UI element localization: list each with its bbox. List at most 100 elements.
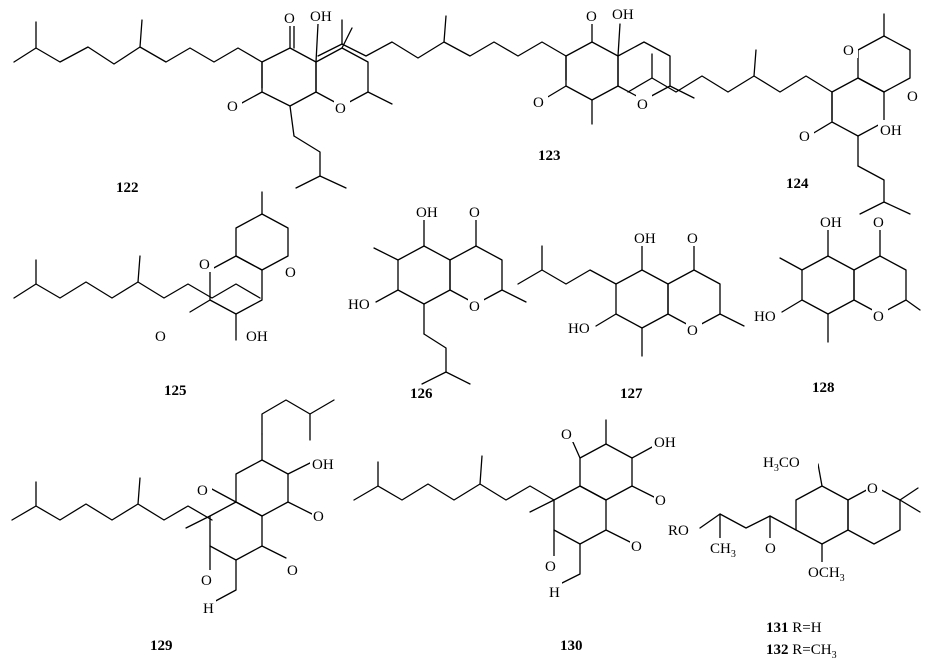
bond (287, 461, 313, 475)
bond (319, 175, 347, 189)
atom-label: O (284, 11, 295, 27)
atom-label: O (561, 427, 572, 443)
atom-label: HO (754, 309, 776, 325)
geranyl-chain (353, 483, 555, 501)
bond (137, 255, 141, 283)
ring (397, 245, 451, 305)
ring (617, 41, 671, 101)
atom-label: O (197, 483, 208, 499)
atom-label: OH (654, 435, 676, 451)
ring (565, 41, 619, 101)
atom-label: O (687, 231, 698, 247)
atom-label: O (799, 129, 810, 145)
atom-label: O (469, 205, 480, 221)
atom-label: H (549, 585, 560, 601)
compound-number: 130 (560, 638, 583, 654)
ring (857, 35, 911, 93)
methyl (899, 499, 921, 513)
carbonyl (545, 85, 567, 99)
r-group-label: 132 R=CH3 (766, 642, 837, 661)
atom-label: O (765, 541, 776, 557)
atom-label: H3CO (763, 455, 800, 474)
atom-label: O (227, 99, 238, 115)
atom-label: O (285, 265, 296, 281)
carbonyl (261, 545, 287, 559)
methyl (719, 313, 745, 327)
ring (261, 47, 317, 107)
ring (555, 543, 581, 587)
prenyl (857, 165, 885, 215)
ring (801, 255, 855, 315)
atom-label: O (155, 329, 166, 345)
prenyl (541, 269, 617, 285)
compound-130: O OH O O O H 130 (353, 419, 680, 654)
ring (615, 269, 669, 329)
bond (289, 105, 295, 137)
atom-label: CH3 (710, 541, 736, 560)
atom-label: H (203, 601, 214, 617)
atom-label: O (631, 539, 642, 555)
atom-label: OH (246, 329, 268, 345)
carbonyl (605, 529, 631, 543)
compound-number: 125 (164, 383, 187, 399)
atom-label: O (533, 95, 544, 111)
methyl (501, 289, 527, 303)
atom-label: OH (634, 231, 656, 247)
atom-label: O (873, 215, 884, 231)
methyl (185, 515, 211, 529)
ring (579, 443, 633, 501)
compound-number: 129 (150, 638, 173, 654)
atom-label: OH (416, 205, 438, 221)
atom-label: O (867, 481, 878, 497)
atom-label: O (687, 323, 698, 339)
compound-129: O OH O O O H 129 (11, 399, 338, 654)
bond (309, 399, 335, 415)
methyl (373, 247, 399, 261)
prenyl (293, 135, 321, 189)
compound-number: 122 (116, 180, 139, 196)
ring (209, 559, 237, 605)
geranyl-chain (13, 46, 263, 65)
bond (139, 19, 143, 48)
bond (753, 49, 757, 77)
compound-127: OH O HO O 127 (517, 228, 745, 402)
ring (209, 255, 263, 315)
compound-128: OH O HO O 128 (752, 212, 921, 396)
compound-124: O O O OH 124 (627, 13, 922, 215)
atom-label: OH (310, 9, 332, 25)
compound-number: 124 (786, 176, 809, 192)
bond (631, 445, 655, 459)
r-group-label: 131 R=H (766, 620, 822, 636)
ring (209, 501, 263, 561)
atom-label: RO (668, 523, 689, 539)
atom-label: OH (820, 215, 842, 231)
ring (667, 269, 721, 329)
carbonyl (189, 299, 211, 313)
carbonyl (287, 501, 313, 515)
geranyl-chain (11, 503, 213, 521)
compound-123: O OH O O 123 (317, 4, 695, 164)
methyl (779, 257, 803, 271)
bond (781, 299, 803, 313)
atom-label: O (637, 97, 648, 113)
ring (315, 47, 369, 107)
prenyl (261, 399, 311, 441)
bond (595, 313, 617, 327)
atom-label: O (873, 309, 884, 325)
bond (443, 15, 447, 43)
bond (617, 23, 621, 57)
geranyl-chain (13, 281, 261, 299)
methyl (529, 499, 555, 513)
bond (479, 455, 483, 485)
compound-number: 127 (620, 386, 643, 402)
atom-label: O (469, 299, 480, 315)
ring (235, 459, 289, 517)
compound-126: OH O HO O 126 (346, 202, 527, 402)
atom-label: O (201, 573, 212, 589)
compound-number: 126 (410, 386, 433, 402)
carbonyl (631, 485, 657, 499)
bond (883, 201, 911, 215)
carbonyl (209, 487, 237, 503)
